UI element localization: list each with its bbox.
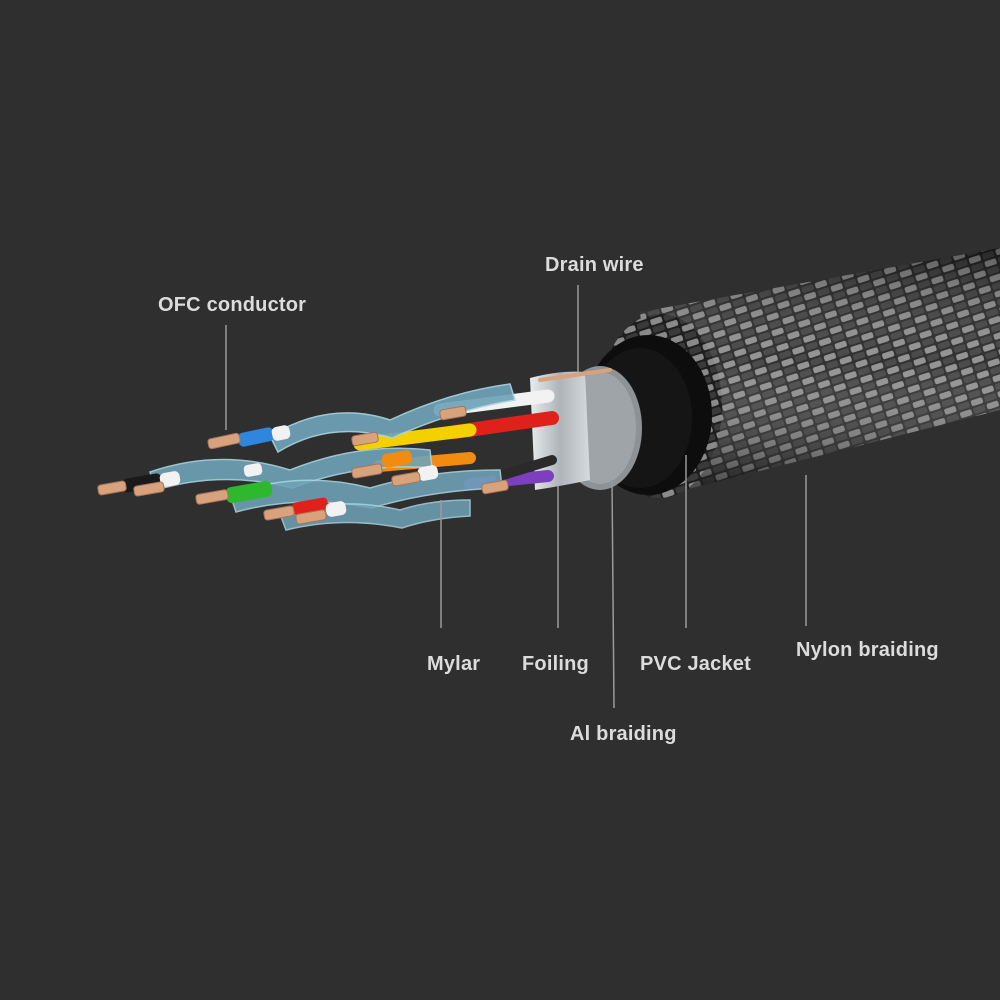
drain-wire <box>538 368 612 382</box>
label-foiling: Foiling <box>522 653 589 675</box>
nylon-braiding-shade <box>640 248 1000 496</box>
label-ofc-conductor: OFC conductor <box>158 294 307 316</box>
ofc-copper-tips <box>97 405 509 525</box>
label-drain-wire: Drain wire <box>545 254 644 276</box>
label-pvc-jacket: PVC Jacket <box>640 653 751 675</box>
leader-al-braiding <box>611 479 615 709</box>
label-al-braiding: Al braiding <box>570 723 677 745</box>
leader-lines <box>225 285 807 709</box>
label-nylon-braiding: Nylon braiding <box>796 639 939 661</box>
label-mylar: Mylar <box>427 653 481 675</box>
wire-insulation <box>121 425 439 517</box>
